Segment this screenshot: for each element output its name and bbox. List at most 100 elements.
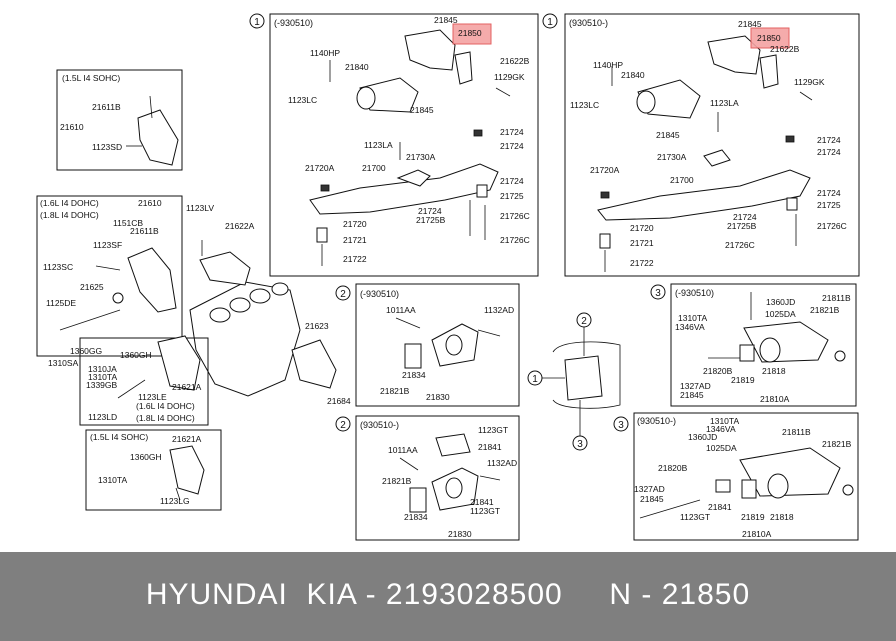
- bracket-21810a: [743, 321, 829, 363]
- label-1327ad: 1327AD: [634, 484, 665, 494]
- label-21834: 21834: [404, 512, 428, 522]
- panel-3-late: 3 (930510-) 1310TA 1346VA 1360JD 1025DA …: [613, 412, 859, 541]
- callout-3: 3: [618, 420, 624, 431]
- label-21730a: 21730A: [657, 152, 687, 162]
- label-21725: 21725: [817, 200, 841, 210]
- panel-3-early-date: (-930510): [675, 288, 714, 298]
- mount-insulator: [759, 54, 779, 89]
- label-1140hp: 1140HP: [310, 48, 340, 58]
- bolt-1125de: [59, 309, 121, 331]
- callout-1: 1: [547, 17, 553, 28]
- label-1123gt: 1123GT: [478, 425, 508, 435]
- label-21845: 21845: [680, 390, 704, 400]
- label-21700: 21700: [670, 175, 694, 185]
- label-21845-b: 21845: [656, 130, 680, 140]
- mount-bushing: [356, 86, 376, 110]
- label-21724-c: 21724: [500, 176, 524, 186]
- label-21810a: 21810A: [742, 529, 772, 539]
- parts-diagram: 1 (-930510) 21845 21850 1140HP 21840 216…: [36, 13, 860, 541]
- bolt-1123lg: [175, 487, 181, 501]
- bracket-21623: [291, 339, 337, 389]
- label-1123lg: 1123LG: [160, 496, 190, 506]
- bolt-21820b: [639, 499, 701, 519]
- label-21721: 21721: [343, 235, 367, 245]
- bracket-21810a: [739, 447, 841, 497]
- bracket-21821b: [404, 343, 422, 369]
- panel-1-early-date: (-930510): [274, 18, 313, 28]
- label-21820b: 21820B: [703, 366, 733, 376]
- label-21725b: 21725B: [727, 221, 757, 231]
- label-1132ad: 1132AD: [487, 458, 517, 468]
- spacer-21725: [786, 197, 798, 211]
- bracket-21610: [137, 109, 179, 166]
- panel-3-early-frame: [670, 283, 857, 407]
- engine-mount-bracket: [707, 35, 761, 75]
- callout-1: 1: [254, 17, 260, 28]
- callout-circle: [613, 416, 629, 432]
- label-21623: 21623: [305, 321, 329, 331]
- label-1339gb: 1339GB: [86, 380, 118, 390]
- label-21845: 21845: [738, 19, 762, 29]
- bolt-1123sc: [95, 265, 121, 271]
- dohc-note-1: (1.6L I4 DOHC): [136, 401, 195, 411]
- label-1310ja: 1310JA: [88, 364, 117, 374]
- dohc-bracket-box: (1.6L I4 DOHC) (1.8L I4 DOHC) 21610 1151…: [36, 195, 183, 368]
- label-1360gh: 1360GH: [130, 452, 162, 462]
- label-1310ta: 1310TA: [710, 416, 739, 426]
- callout-circle: [335, 285, 351, 301]
- label-1129gk: 1129GK: [794, 77, 825, 87]
- engine-block-area: 1123LV 21622A 21623 21684: [186, 203, 351, 406]
- label-21819: 21819: [731, 375, 755, 385]
- label-1132ad: 1132AD: [484, 305, 514, 315]
- heat-shield-21841: [715, 479, 731, 493]
- locator-3: 3: [577, 439, 583, 450]
- label-21722: 21722: [630, 258, 654, 268]
- bolt-1132ad: [477, 329, 501, 337]
- spacer-21819: [741, 479, 757, 499]
- label-1123lc: 1123LC: [570, 100, 599, 110]
- sohc-mount-frame: [85, 429, 222, 511]
- label-1123la: 1123LA: [364, 140, 393, 150]
- label-21841: 21841: [708, 502, 732, 512]
- dohc-mount-frame: [79, 337, 209, 426]
- bolt-1132ad: [479, 475, 501, 481]
- spacer-21819: [739, 344, 755, 362]
- label-21811b: 21811B: [822, 293, 851, 303]
- dohc-title-1: (1.6L I4 DOHC): [40, 198, 99, 208]
- label-21726c: 21726C: [817, 221, 847, 231]
- label-21726c-b: 21726C: [725, 240, 755, 250]
- label-1310ta: 1310TA: [98, 475, 127, 485]
- label-21700: 21700: [362, 163, 386, 173]
- label-1360gg: 1360GG: [70, 346, 102, 356]
- label-21722: 21722: [343, 254, 367, 264]
- label-1310ta: 1310TA: [88, 372, 117, 382]
- label-1346va: 1346VA: [706, 424, 736, 434]
- label-21834: 21834: [402, 370, 426, 380]
- arrow-a-marker: [834, 350, 846, 362]
- label-21724: 21724: [500, 127, 524, 137]
- bolt-1129gk: [495, 87, 511, 97]
- label-21720: 21720: [630, 223, 654, 233]
- panel-2-early-frame: [355, 283, 520, 407]
- bracket-21622a: [199, 251, 251, 286]
- part-number-line: HYUNDAI KIA - 2193028500 N - 21850: [145, 578, 751, 611]
- panel-1-early-frame: [269, 13, 539, 277]
- bracket-21610-dohc: [127, 247, 177, 313]
- sohc-mount-box: (1.5L I4 SOHC) 21621A 1360GH 1310TA 1123…: [85, 429, 222, 511]
- label-1360gh: 1360GH: [120, 350, 152, 360]
- panel-1-late-frame: [564, 13, 860, 277]
- bolt-1129gk: [799, 91, 813, 101]
- label-1123sf: 1123SF: [93, 240, 122, 250]
- bracket-21821b: [409, 487, 427, 513]
- label-21820b: 21820B: [658, 463, 688, 473]
- dohc-bracket-frame: [36, 195, 183, 357]
- label-21845: 21845: [434, 15, 458, 25]
- label-1123lc: 1123LC: [288, 95, 317, 105]
- panel-2-early: 2 (-930510) 1011AA 1132AD 21821B 21834 2…: [335, 283, 520, 407]
- label-21845: 21845: [640, 494, 664, 504]
- mount-locator: 1 2 3: [527, 312, 621, 451]
- label-21726c-b: 21726C: [500, 235, 530, 245]
- engine-outline: [564, 355, 603, 401]
- label-21622a: 21622A: [225, 221, 255, 231]
- sohc-small-title: (1.5L I4 SOHC): [90, 432, 148, 442]
